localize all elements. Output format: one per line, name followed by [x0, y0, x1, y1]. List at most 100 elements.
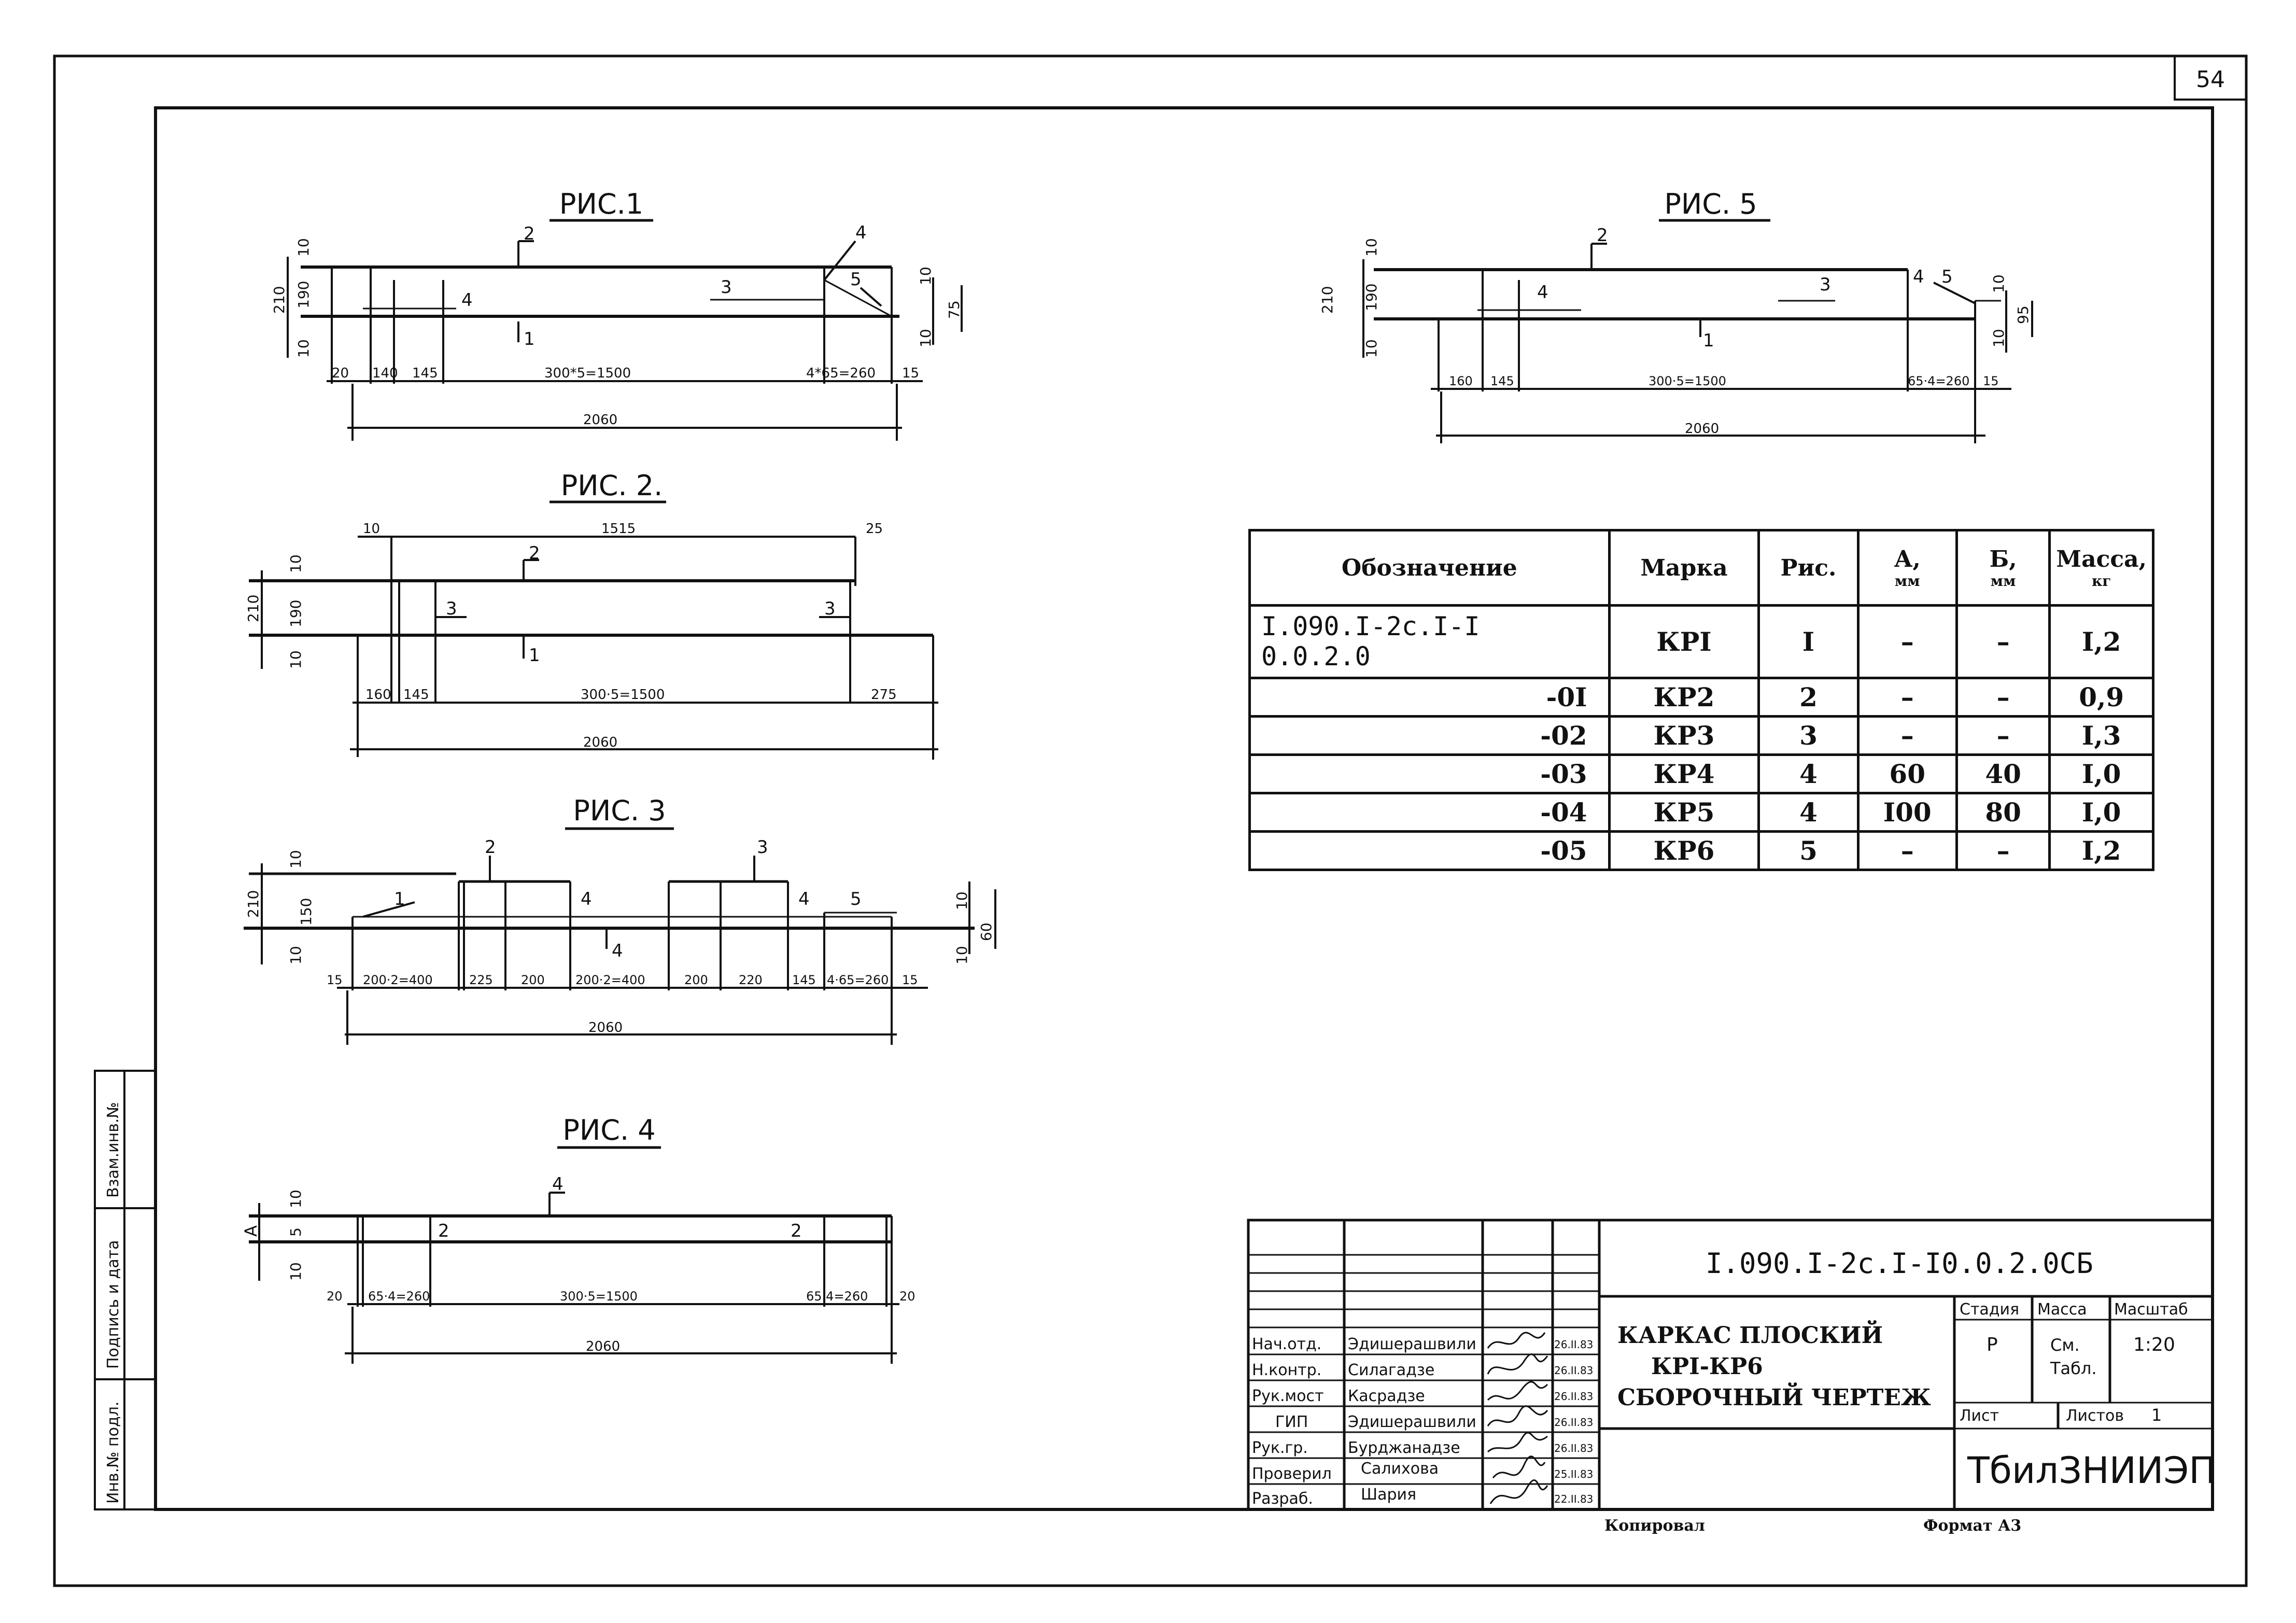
fig1-vdim-10b: 10	[295, 339, 312, 358]
fig3-pos-2: 2	[485, 837, 496, 858]
header-mass: Масса,кг	[2048, 529, 2154, 607]
fig3-pos-4b: 4	[798, 889, 810, 910]
sig-name-4: Эдишерашвили	[1348, 1413, 1476, 1431]
fig1-hdim-140: 140	[372, 366, 398, 381]
row-a: –	[1856, 830, 1958, 872]
outer-frame	[53, 54, 2248, 1587]
mass-label: Масса	[2037, 1300, 2087, 1319]
fig4-pos-2b: 2	[791, 1221, 802, 1241]
header-fig: Рис.	[1757, 529, 1860, 607]
organization: ТбилЗНИИЭП	[1967, 1449, 2216, 1492]
row-fig: 4	[1757, 791, 1860, 833]
row-designation: -04	[1248, 791, 1611, 833]
row-mark: КР5	[1608, 791, 1760, 833]
fig1-hdim-20: 20	[332, 366, 349, 381]
header-a: А,мм	[1856, 529, 1958, 607]
row-designation: -03	[1248, 753, 1611, 794]
fig5-hdim-1500: 300·5=1500	[1649, 374, 1726, 388]
fig2-vdim-190: 190	[287, 600, 304, 627]
fig4-hdim-260b: 65·4=260	[806, 1289, 868, 1304]
row-mark: КР2	[1608, 676, 1760, 718]
row-fig: 5	[1757, 830, 1860, 872]
header-fig-text: Рис.	[1780, 554, 1837, 581]
sig-role-4: ГИП	[1275, 1413, 1308, 1431]
row-designation: -0I	[1248, 676, 1611, 718]
signature-scribbles	[1487, 1332, 1548, 1504]
page-number-box	[2174, 55, 2247, 101]
fig2-top-25: 25	[866, 521, 883, 537]
fig1-pos-2: 2	[524, 223, 535, 244]
fig5-vdim-10c: 10	[1990, 274, 2007, 293]
header-mark: Марка	[1608, 529, 1760, 607]
row-b: –	[1955, 830, 2051, 872]
fig4-pos-4: 4	[552, 1174, 564, 1195]
fig4-hdim-1500: 300·5=1500	[560, 1289, 638, 1304]
header-mass-unit: кг	[2091, 572, 2111, 590]
fig3-hdim-400b: 200·2=400	[575, 973, 645, 987]
fig5-vdim-10d: 10	[1990, 329, 2007, 347]
fig3-hdim-15a: 15	[327, 973, 343, 987]
sig-role-7: Разраб.	[1252, 1490, 1313, 1508]
row-fig: I	[1757, 604, 1860, 679]
fig3-pos-4a: 4	[581, 889, 592, 910]
sig-name-1: Эдишерашвили	[1348, 1335, 1476, 1353]
spec-header-row: Обозначение Марка Рис. А,мм Б,мм Масса,к…	[1248, 529, 2154, 607]
fig2-vdim-210: 210	[245, 595, 262, 622]
sig-date-1: 26.II.83	[1554, 1338, 1593, 1351]
fig5-vdim-10b: 10	[1363, 339, 1380, 358]
header-b: Б,мм	[1955, 529, 2051, 607]
header-a-unit: мм	[1894, 572, 1920, 590]
fig1-vdim-10c: 10	[917, 267, 934, 285]
fig5-hdim-260: 65·4=260	[1908, 374, 1969, 388]
fig1-pos-4b: 4	[461, 290, 473, 311]
fig3-hdim-145: 145	[792, 973, 816, 987]
fig4-pos-2a: 2	[438, 1221, 449, 1241]
sheets-value: 1	[2151, 1405, 2162, 1425]
fig2-hdim-1500: 300·5=1500	[581, 687, 665, 703]
sig-date-3: 26.II.83	[1554, 1390, 1593, 1403]
row-mass: I,2	[2048, 830, 2154, 872]
fig2-pos-1: 1	[529, 645, 540, 666]
fig3-vdim-210: 210	[245, 890, 262, 918]
row-mark: КР4	[1608, 753, 1760, 794]
inner-frame	[154, 106, 2214, 1511]
margin-inv-dup: Взам.инв.№	[104, 1102, 122, 1198]
format-label: Формат А3	[1923, 1517, 2021, 1535]
sig-role-3: Рук.мост	[1252, 1387, 1323, 1405]
fig2-vdim-10: 10	[287, 554, 304, 573]
header-a-text: А,	[1894, 546, 1921, 572]
row-b: –	[1955, 676, 2051, 718]
header-designation: Обозначение	[1248, 529, 1611, 607]
fig3-hdim-220: 220	[739, 973, 763, 987]
fig1-vdim-10: 10	[295, 238, 312, 257]
fig1-vdim-210: 210	[271, 286, 288, 314]
row-mark: КР3	[1608, 715, 1760, 756]
copied-label: Копировал	[1604, 1517, 1705, 1535]
signature-rows: Нач.отд. Эдишерашвили 26.II.83 Н.контр. …	[1252, 1335, 1593, 1508]
fig5-pos-1: 1	[1703, 330, 1714, 351]
fig1-pos-5: 5	[850, 269, 862, 290]
fig5-pos-5: 5	[1941, 267, 1953, 287]
fig1-pos-1: 1	[524, 329, 535, 349]
table-row: -05 КР6 5 – – I,2	[1248, 830, 2154, 872]
fig2-hdim-275: 275	[871, 687, 897, 703]
fig1-hdim-15: 15	[902, 366, 919, 381]
fig2-hdim-160: 160	[365, 687, 391, 703]
sig-date-4: 26.II.83	[1554, 1416, 1593, 1429]
fig4-vdim-5: 5	[287, 1227, 304, 1237]
fig2-vdim-10b: 10	[287, 650, 304, 669]
table-row: I.090.I-2с.I-I 0.0.2.0 КРI I – – I,2	[1248, 604, 2154, 679]
sig-name-7: Шария	[1361, 1486, 1416, 1504]
fig3-title: РИС. 3	[573, 794, 666, 827]
row-fig: 4	[1757, 753, 1860, 794]
fig5-pos-4a: 4	[1537, 282, 1548, 303]
header-b-unit: мм	[1990, 572, 2016, 590]
row-designation: -05	[1248, 830, 1611, 872]
fig2-pos-3a: 3	[446, 598, 457, 619]
margin-inv-orig: Инв.№ подл.	[104, 1402, 122, 1504]
row-mark: КРI	[1608, 604, 1760, 679]
fig1-pos-3: 3	[721, 277, 732, 298]
fig1-title: РИС.1	[559, 188, 643, 220]
fig5-title: РИС. 5	[1664, 188, 1757, 220]
row-mass: I,3	[2048, 715, 2154, 756]
